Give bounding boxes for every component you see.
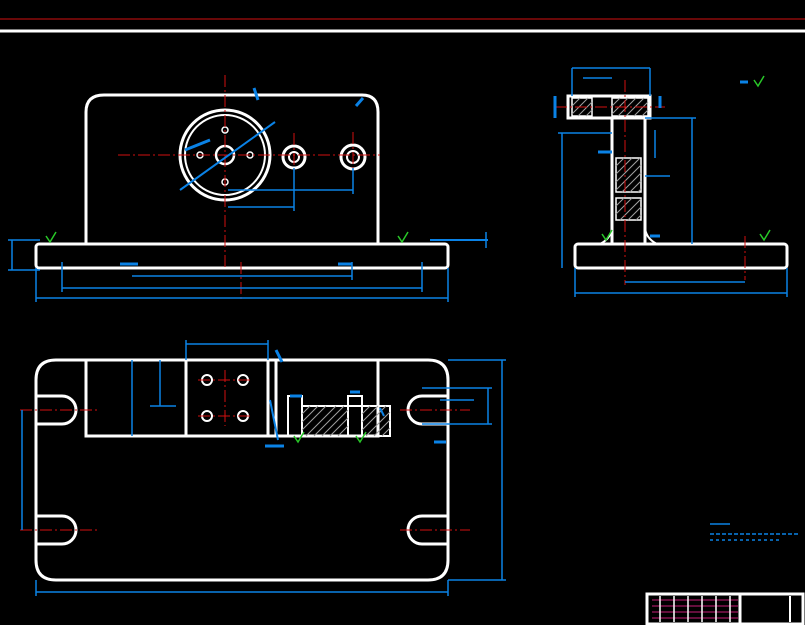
top-view-dimensions (21, 340, 506, 596)
top-base-outline (34, 358, 450, 582)
side-roughness-right (759, 229, 771, 242)
front-upright-plate (84, 93, 380, 244)
front-diameter-leader (179, 121, 276, 191)
title-block (645, 592, 805, 625)
top-surface-marks (293, 431, 367, 444)
top-section-box (301, 405, 391, 437)
top-hatch-lines (301, 405, 391, 437)
top-roughness-2 (355, 431, 367, 444)
front-view-dimensions (8, 87, 488, 302)
side-hatch-lines-2 (615, 197, 642, 221)
top-leader-1 (274, 349, 284, 363)
top-view-hatching (301, 405, 391, 437)
title-block-columns (659, 596, 731, 622)
side-roughness-left (601, 229, 613, 242)
front-roughness-right (397, 231, 409, 244)
side-surface-marks (601, 75, 771, 242)
side-view-dimensions (553, 67, 788, 297)
top-boss-left (287, 395, 303, 437)
top-leader-6 (379, 407, 385, 417)
title-block-frame (645, 592, 805, 625)
side-hatch-lines-3 (571, 97, 593, 117)
top-view-centerlines (20, 370, 470, 531)
side-view-centerlines (555, 80, 746, 285)
front-top-leader (252, 87, 260, 101)
technical-notes (710, 523, 800, 541)
top-upright-footprint (84, 358, 380, 438)
side-hatch-lines-1 (615, 157, 642, 193)
front-bolt-leader (184, 138, 211, 152)
front-view (34, 93, 450, 270)
front-roughness-left (45, 231, 57, 244)
side-view (566, 94, 789, 270)
side-base-plate (573, 242, 789, 270)
top-roughness-1 (293, 431, 305, 444)
side-roughness-legend (753, 75, 765, 88)
top-boss-right (347, 395, 363, 437)
front-right-leader (354, 97, 365, 107)
side-fillets (599, 225, 658, 245)
front-surface-marks (45, 231, 409, 244)
top-view (34, 358, 450, 582)
top-leader-2 (269, 399, 279, 441)
sheet-frame (0, 18, 805, 33)
side-hatch-box-1 (615, 157, 642, 193)
front-base-plate (34, 242, 450, 270)
side-view-hatching (571, 97, 649, 221)
